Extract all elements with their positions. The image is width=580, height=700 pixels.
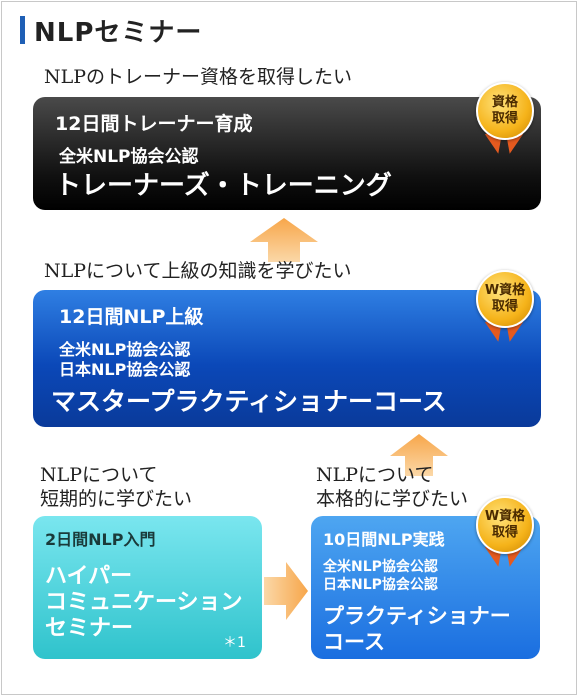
trainer-lead: NLPのトレーナー資格を取得したい — [44, 66, 353, 88]
trainer-cert-badge: 資格取得 — [476, 82, 534, 140]
arrow-up-icon — [250, 218, 318, 262]
hyper-lead-1: NLPについて — [40, 464, 158, 486]
trainer-days: 12日間トレーナー育成 — [55, 113, 253, 135]
trainer-course-card[interactable]: 12日間トレーナー育成 全米NLP協会公認 トレーナーズ・トレーニング — [33, 97, 541, 210]
practitioner-lead-1: NLPについて — [316, 464, 434, 486]
hyper-name-2: コミュニケーション — [45, 590, 243, 615]
master-course-card[interactable]: 12日間NLP上級 全米NLP協会公認 日本NLP協会公認 マスタープラクティシ… — [33, 290, 541, 427]
master-days: 12日間NLP上級 — [59, 306, 204, 328]
practitioner-days: 10日間NLP実践 — [323, 530, 445, 549]
arrow-up-icon — [390, 434, 448, 476]
master-lead: NLPについて上級の知識を学びたい — [44, 260, 352, 282]
practitioner-course-card[interactable]: 10日間NLP実践 全米NLP協会公認 日本NLP協会公認 プラクティショナー … — [311, 516, 540, 659]
trainer-course-name: トレーナーズ・トレーニング — [55, 171, 392, 201]
practitioner-cert-badge: W資格取得 — [476, 496, 534, 554]
practitioner-name-2: コース — [323, 630, 385, 654]
hyper-footnote: ＊1 — [223, 635, 246, 651]
practitioner-cert-1: 全米NLP協会公認 — [323, 559, 438, 575]
arrow-right-icon — [264, 562, 308, 620]
trainer-cert: 全米NLP協会公認 — [59, 147, 199, 167]
hyper-lead-2: 短期的に学びたい — [40, 488, 193, 510]
practitioner-name-1: プラクティショナー — [323, 604, 511, 628]
hyper-name-3: セミナー — [45, 616, 134, 641]
hyper-course-card[interactable]: 2日間NLP入門 ハイパー コミュニケーション セミナー ＊1 — [33, 516, 262, 659]
master-cert-badge: W資格取得 — [476, 270, 534, 328]
practitioner-cert-2: 日本NLP協会公認 — [323, 577, 438, 593]
practitioner-lead-2: 本格的に学びたい — [316, 488, 469, 510]
master-cert-1: 全米NLP協会公認 — [59, 340, 191, 359]
hyper-days: 2日間NLP入門 — [45, 530, 156, 549]
title-accent-bar — [20, 16, 25, 44]
master-cert-2: 日本NLP協会公認 — [59, 360, 191, 379]
hyper-name-1: ハイパー — [45, 564, 133, 589]
master-course-name: マスタープラクティショナーコース — [51, 387, 447, 416]
page-title: NLPセミナー — [34, 18, 203, 48]
